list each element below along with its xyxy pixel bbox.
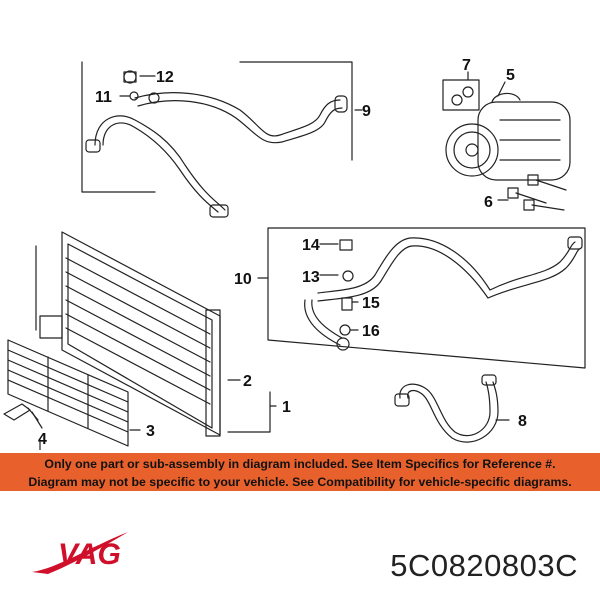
disclaimer-line-1: Only one part or sub-assembly in diagram…	[44, 457, 556, 471]
callout-8: 8	[518, 413, 527, 430]
bracket-4	[3, 403, 39, 421]
compressor	[445, 92, 571, 181]
callout-14: 14	[302, 237, 320, 254]
condenser	[35, 231, 221, 437]
callout-4: 4	[38, 431, 47, 448]
vag-logo-text: VAG	[58, 538, 121, 571]
callout-7: 7	[462, 57, 471, 74]
hose-assembly-10	[304, 236, 583, 351]
callout-2: 2	[243, 373, 252, 390]
disclaimer-banner: Only one part or sub-assembly in diagram…	[0, 453, 600, 491]
bolts-6	[507, 174, 567, 211]
air-guide-3	[7, 339, 129, 447]
disclaimer-line-2: Diagram may not be specific to your vehi…	[28, 475, 572, 489]
callout-10: 10	[234, 271, 252, 288]
seal-kit-7	[442, 79, 480, 111]
callout-1: 1	[282, 399, 291, 416]
callout-13: 13	[302, 269, 320, 286]
callout-6: 6	[484, 194, 493, 211]
callout-12: 12	[156, 69, 174, 86]
hose-8	[394, 374, 499, 443]
callout-3: 3	[146, 423, 155, 440]
callout-labels: 1 2 3 4 5 6 7 8 9 10 11 12 13 14 15 16	[38, 57, 527, 448]
callout-16: 16	[362, 323, 380, 340]
callout-11: 11	[95, 89, 112, 106]
part-number: 5C0820803C	[390, 548, 578, 583]
callout-15: 15	[362, 295, 380, 312]
vag-logo: VAG	[32, 532, 128, 574]
hose-assembly-10-box	[267, 227, 586, 369]
hose-assembly-9	[85, 70, 348, 218]
hose-assembly-9-box	[81, 61, 353, 193]
callout-5: 5	[506, 67, 515, 84]
leader-lines	[31, 71, 510, 450]
callout-9: 9	[362, 103, 371, 120]
parts-diagram: 1 2 3 4 5 6 7 8 9 10 11 12 13 14 15 16	[3, 57, 586, 450]
